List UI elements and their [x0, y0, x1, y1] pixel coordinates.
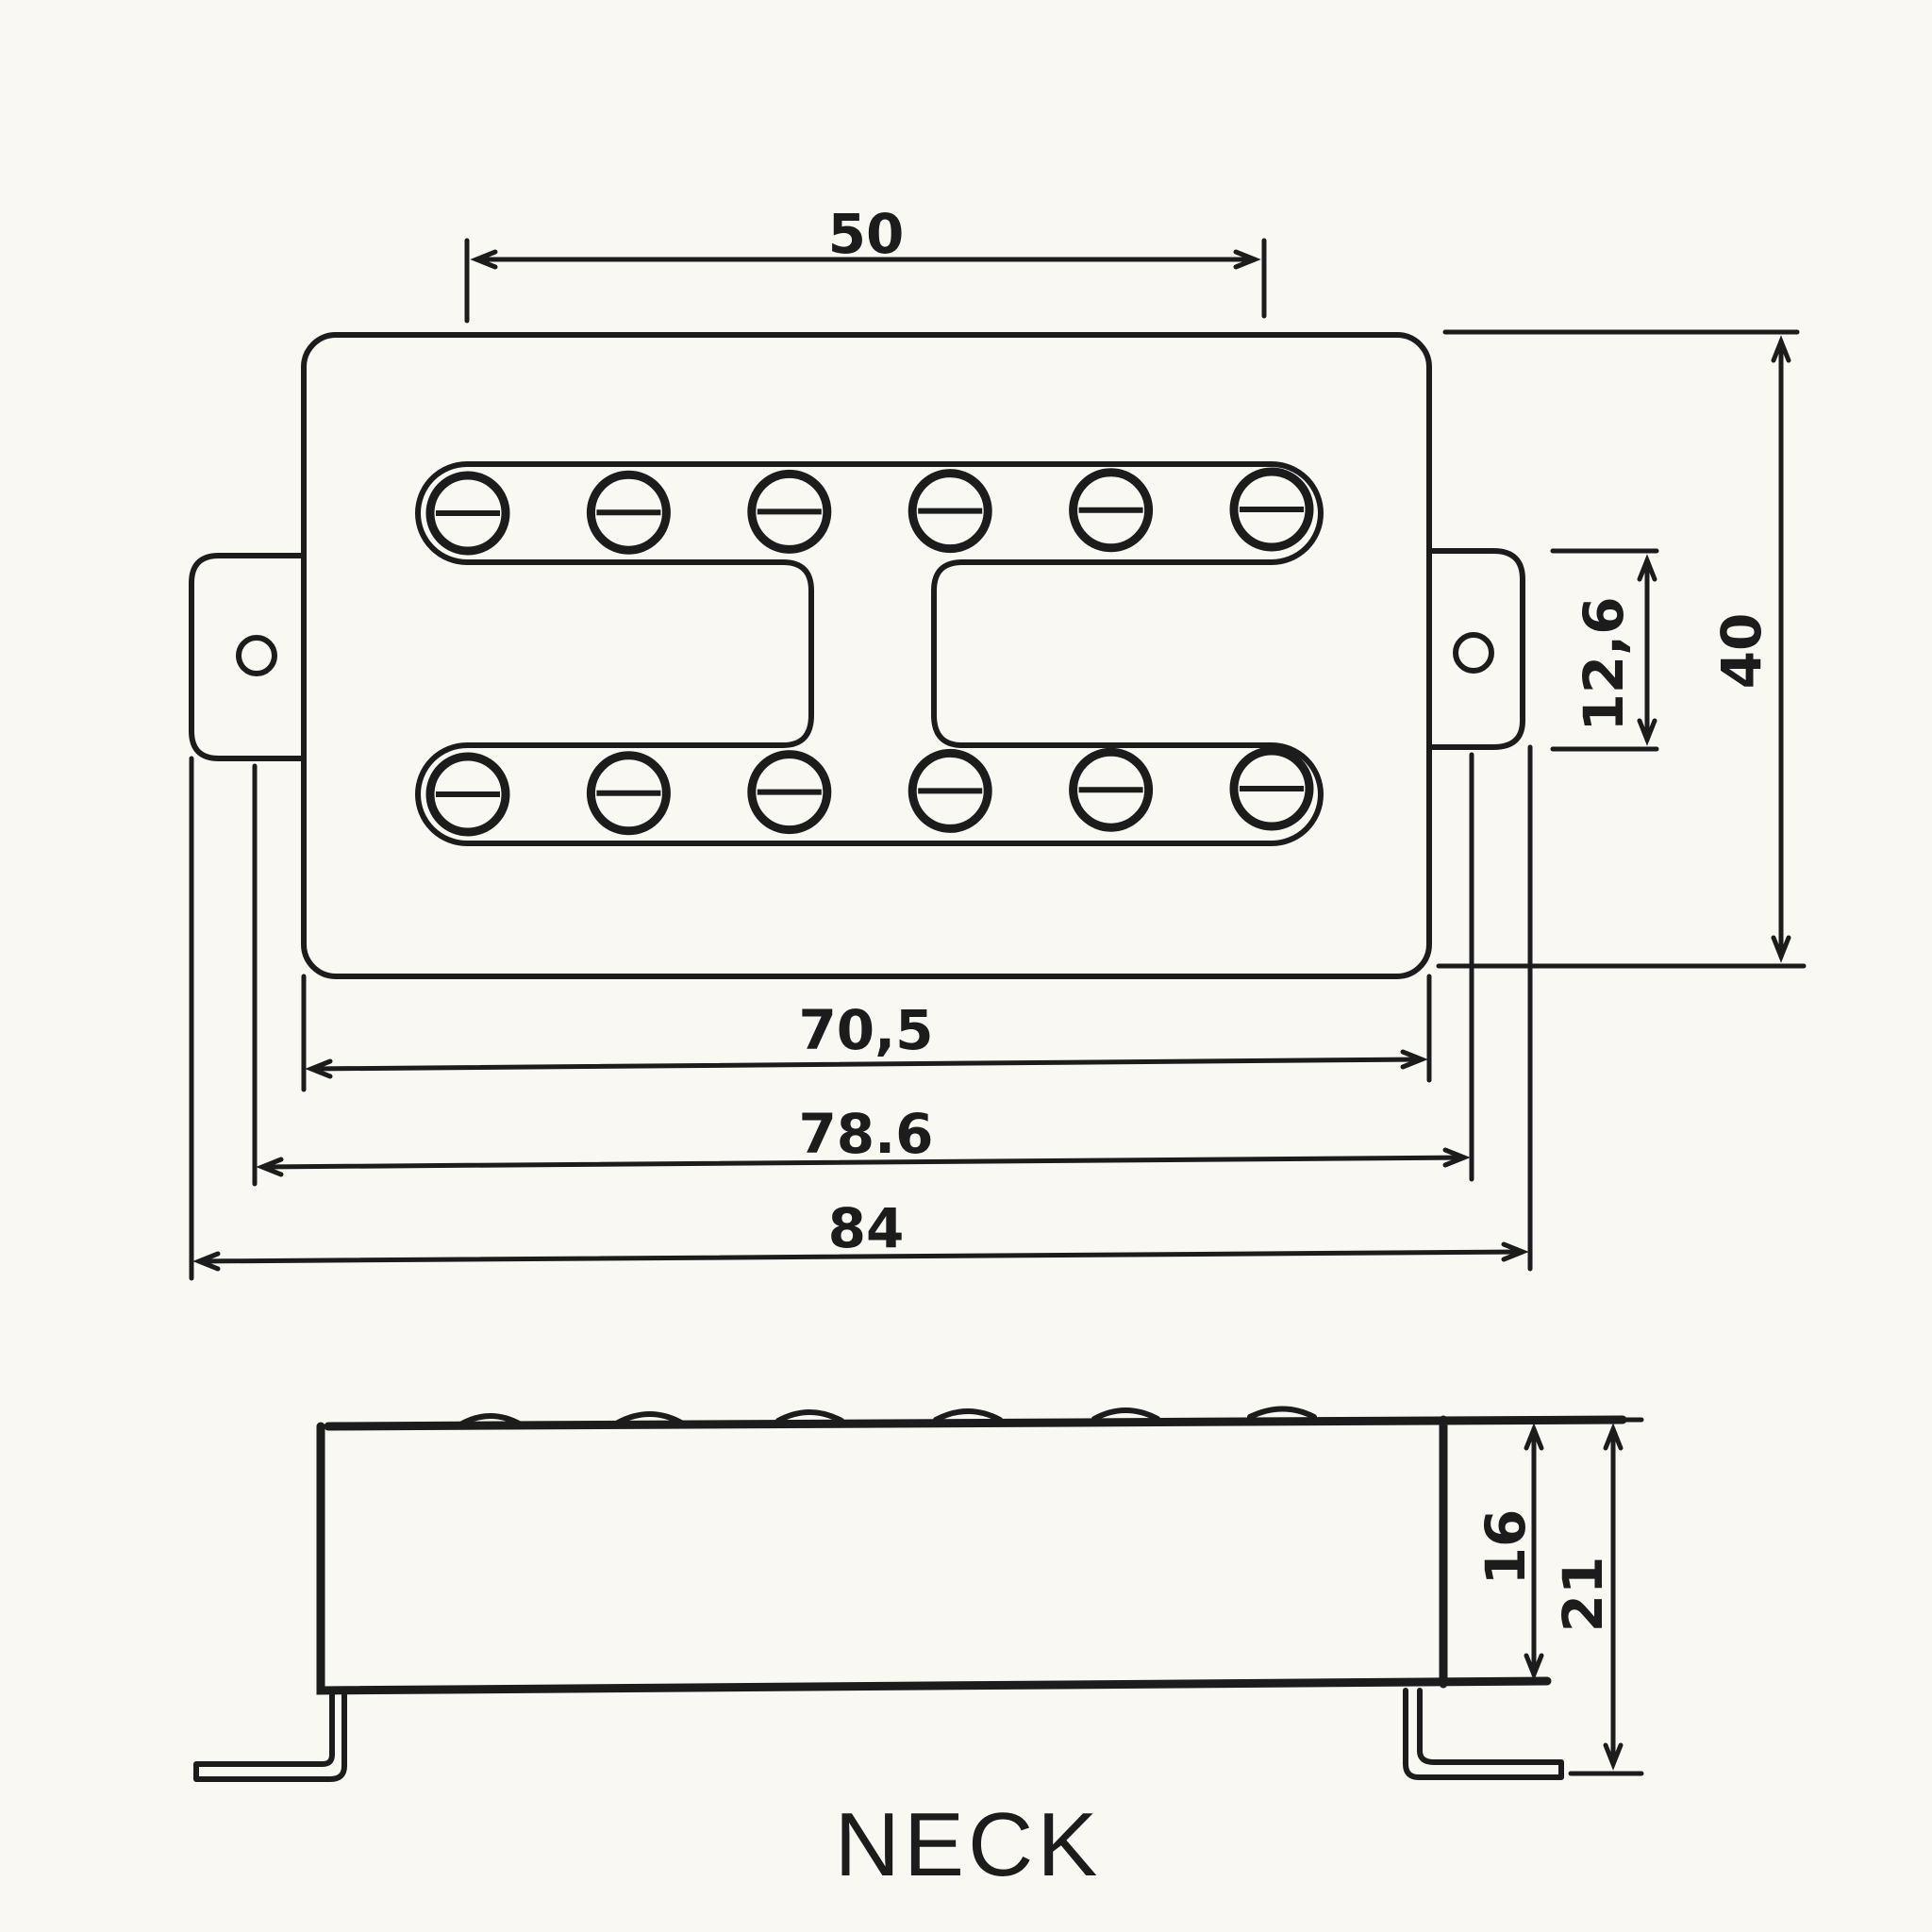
dim-label-40: 40	[1709, 613, 1774, 690]
dimension-78-6: 78.6	[252, 752, 1474, 1187]
dim-label-16: 16	[1474, 1509, 1538, 1586]
right-mounting-hole	[1453, 632, 1494, 674]
dimension-40: 40	[1436, 329, 1807, 969]
dimension-16: 16	[1474, 1423, 1544, 1681]
left-mounting-foot	[193, 1688, 347, 1782]
pickup-body-side	[316, 1415, 1627, 1695]
dim-label-78-6: 78.6	[798, 1102, 933, 1166]
left-mounting-hole	[236, 635, 277, 676]
side-view	[193, 1406, 1627, 1782]
right-mounting-foot	[1403, 1688, 1564, 1780]
dim-label-84: 84	[828, 1196, 905, 1260]
bobbin-frame	[415, 461, 1324, 846]
left-mounting-ear	[189, 553, 307, 761]
dim-label-50: 50	[828, 202, 905, 266]
dimension-50: 50	[464, 202, 1267, 324]
caption-neck: NECK	[835, 1794, 1102, 1895]
dim-label-70-5: 70,5	[798, 998, 933, 1062]
pickup-cover	[301, 332, 1432, 979]
dim-label-21: 21	[1551, 1557, 1615, 1633]
right-mounting-ear	[1426, 548, 1525, 750]
dimension-70-5: 70,5	[301, 974, 1432, 1092]
dimension-21: 21	[1551, 1417, 1644, 1776]
pole-pieces	[425, 467, 1314, 837]
top-view	[189, 332, 1525, 979]
dim-label-12-6: 12,6	[1572, 596, 1636, 731]
pole-top-bumps	[458, 1406, 1317, 1427]
dimension-84: 84	[189, 744, 1533, 1281]
dimension-12-6: 12,6	[1550, 548, 1659, 752]
